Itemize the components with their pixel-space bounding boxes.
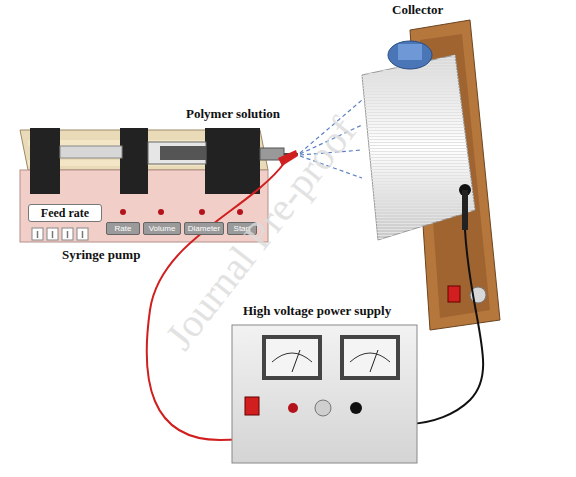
- node-text: Feed rate: [41, 206, 89, 221]
- part-label: Collector: [392, 2, 443, 18]
- node-text: Diameter: [188, 224, 220, 233]
- part-label: High voltage power supply: [243, 303, 391, 319]
- button: Diameter: [184, 222, 224, 235]
- part-label: Polymer solution: [186, 106, 280, 122]
- button: Volume: [143, 222, 181, 235]
- node-text: Rate: [115, 224, 132, 233]
- display-box: Feed rate: [28, 204, 102, 222]
- button: Rate: [106, 222, 140, 235]
- node-text: Volume: [149, 224, 176, 233]
- part-label: Syringe pump: [62, 247, 140, 263]
